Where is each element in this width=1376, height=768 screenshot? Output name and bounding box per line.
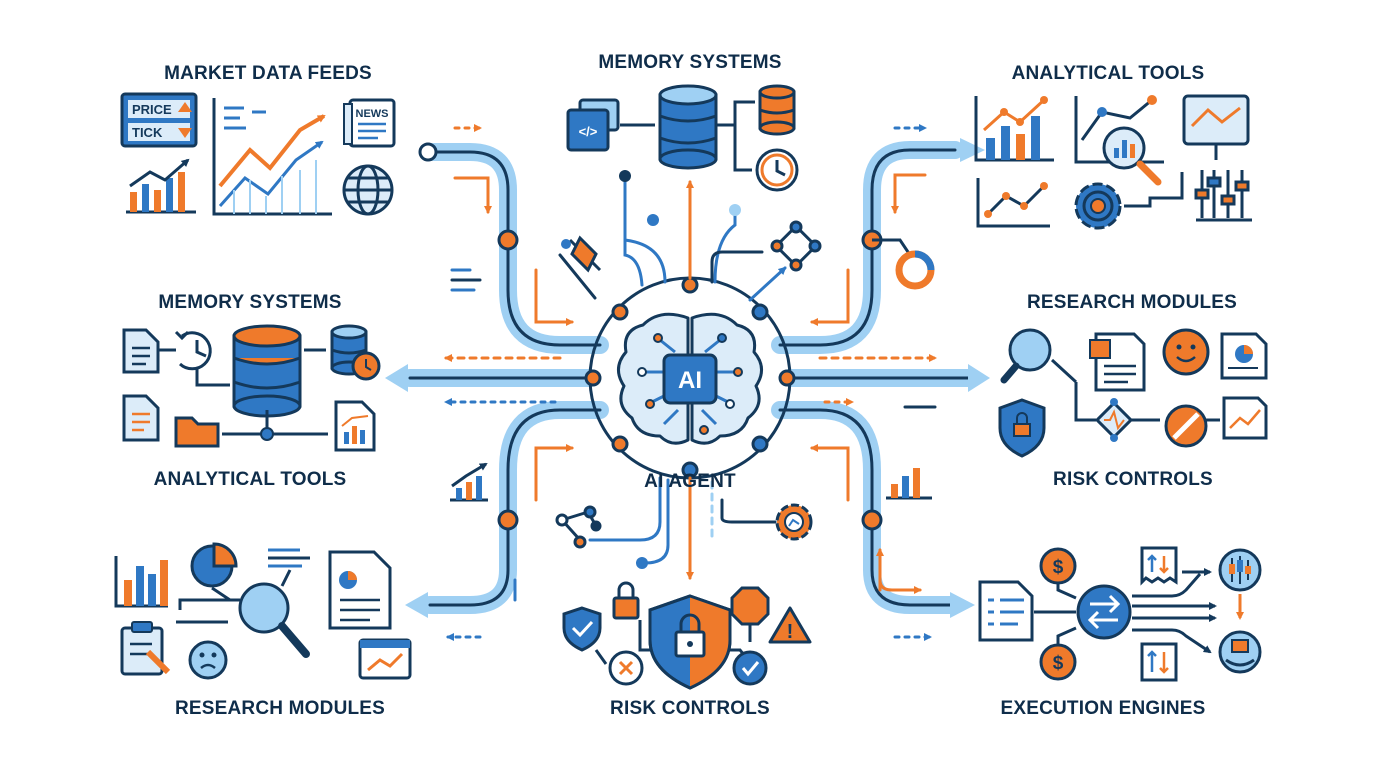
label-memory-systems-left: MEMORY SYSTEMS bbox=[158, 292, 342, 313]
clipboard-icon bbox=[120, 621, 171, 676]
label-analytical-tools-top: ANALYTICAL TOOLS bbox=[1011, 63, 1205, 84]
svg-text:</>: </> bbox=[579, 124, 598, 139]
bar-chart-icon bbox=[126, 158, 196, 214]
exchange-arrows-icon bbox=[1076, 584, 1132, 640]
memory-left-cluster bbox=[122, 324, 381, 452]
bar-chart-bottom-icon bbox=[114, 556, 168, 608]
warning-icon: ! bbox=[768, 606, 812, 644]
growth-chart-icon bbox=[450, 462, 488, 502]
small-line-chart-icon bbox=[976, 178, 1050, 228]
text-lines-icon bbox=[268, 548, 310, 568]
flow-arrows bbox=[444, 124, 937, 641]
document-icon bbox=[122, 328, 160, 374]
code-window-icon: </> bbox=[566, 98, 620, 152]
magnifier-chart-icon bbox=[1074, 95, 1164, 186]
svg-text:NEWS: NEWS bbox=[356, 108, 389, 120]
history-clock-icon bbox=[174, 330, 212, 371]
execution-lines bbox=[1132, 568, 1217, 654]
flow-tree-icon bbox=[555, 505, 602, 549]
news-icon: NEWS bbox=[343, 98, 396, 148]
ai-badge-text: AI bbox=[678, 367, 702, 394]
list-lines-icon bbox=[450, 268, 482, 292]
report-chart-icon bbox=[334, 400, 376, 452]
label-memory-systems-top: MEMORY SYSTEMS bbox=[598, 52, 782, 73]
svg-text:!: ! bbox=[787, 621, 794, 643]
database-stack-icon bbox=[232, 324, 302, 418]
shield-lock-icon bbox=[998, 398, 1046, 458]
svg-text:TICK: TICK bbox=[132, 125, 163, 140]
gear-icon bbox=[1074, 182, 1122, 230]
hub-spokes bbox=[558, 170, 787, 580]
svg-text:PRICE: PRICE bbox=[132, 102, 172, 117]
trend-panel-icon bbox=[358, 638, 412, 680]
line-chart-icon bbox=[212, 98, 332, 216]
ticker-board-icon: PRICE TICK bbox=[120, 92, 198, 148]
combo-chart-icon bbox=[974, 96, 1054, 162]
document-list-icon bbox=[122, 394, 160, 442]
network-node-icon bbox=[770, 220, 822, 272]
label-research-modules-right: RESEARCH MODULES bbox=[1026, 292, 1238, 313]
magnifier-bottom-icon bbox=[238, 582, 310, 658]
risk-bottom-cluster: ! bbox=[562, 581, 812, 690]
database-clock-icon bbox=[330, 324, 381, 381]
dollar-coin-icon: $ bbox=[1039, 547, 1077, 585]
label-analytical-tools-left: ANALYTICAL TOOLS bbox=[153, 469, 347, 490]
big-shield-lock-icon bbox=[648, 594, 732, 690]
pie-chart-icon bbox=[190, 542, 238, 588]
research-bottom-cluster bbox=[114, 542, 412, 680]
check-badge-icon bbox=[732, 650, 768, 686]
label-market-data-feeds: MARKET DATA FEEDS bbox=[164, 63, 372, 84]
database-icon bbox=[658, 84, 718, 170]
label-research-modules-bottom: RESEARCH MODULES bbox=[174, 698, 386, 719]
side-small-icons bbox=[450, 220, 935, 549]
label-execution-engines: EXECUTION ENGINES bbox=[1000, 698, 1206, 719]
receipt-updown-bottom-icon bbox=[1140, 642, 1178, 682]
monitor-chart-icon bbox=[1182, 94, 1250, 160]
shield-check-icon bbox=[562, 606, 602, 652]
pie-doc-icon bbox=[1220, 332, 1268, 380]
order-doc-icon bbox=[978, 580, 1034, 642]
magnifier-icon bbox=[1000, 328, 1052, 384]
sad-face-icon bbox=[188, 640, 228, 680]
market-data-cluster: PRICE TICK NEWS bbox=[120, 92, 396, 216]
brain-icon bbox=[617, 312, 763, 445]
ai-agent-hub: AI bbox=[584, 276, 796, 480]
candles-coin-icon bbox=[1218, 548, 1262, 592]
gear-chart-icon bbox=[775, 503, 813, 541]
pipe-network bbox=[385, 138, 990, 618]
slider-controls-icon bbox=[1194, 170, 1252, 222]
memory-top-cluster: </> bbox=[566, 84, 799, 192]
orange-bars-icon bbox=[886, 468, 932, 500]
label-risk-controls-right: RISK CONTROLS bbox=[1053, 469, 1213, 490]
chart-doc-icon bbox=[1222, 396, 1268, 440]
report-bottom-icon bbox=[328, 550, 392, 630]
svg-text:$: $ bbox=[1053, 653, 1064, 674]
smiley-icon bbox=[1162, 328, 1210, 376]
donut-chart-icon bbox=[872, 238, 935, 290]
report-doc-icon bbox=[1089, 332, 1146, 392]
dollar-coin-bottom-icon: $ bbox=[1039, 643, 1077, 681]
database-small-icon bbox=[758, 84, 796, 136]
network-pulse-icon bbox=[1094, 398, 1134, 442]
globe-icon bbox=[342, 164, 394, 216]
stop-sign-icon bbox=[730, 586, 770, 626]
execution-cluster: $ $ bbox=[978, 546, 1262, 682]
research-right-cluster bbox=[998, 328, 1268, 458]
receipt-updown-icon bbox=[1140, 546, 1178, 586]
prohibited-icon bbox=[1164, 404, 1208, 448]
label-ai-agent: AI AGENT bbox=[644, 471, 736, 492]
svg-text:$: $ bbox=[1053, 557, 1064, 578]
analytical-top-cluster bbox=[974, 94, 1252, 230]
satellite-icon bbox=[561, 235, 602, 273]
money-hand-icon bbox=[1218, 630, 1262, 674]
label-risk-controls-bottom: RISK CONTROLS bbox=[610, 698, 770, 719]
folder-icon bbox=[174, 416, 220, 448]
error-badge-icon bbox=[608, 650, 644, 686]
padlock-icon bbox=[612, 581, 640, 620]
clock-icon bbox=[755, 148, 799, 192]
ai-badge bbox=[662, 353, 718, 405]
